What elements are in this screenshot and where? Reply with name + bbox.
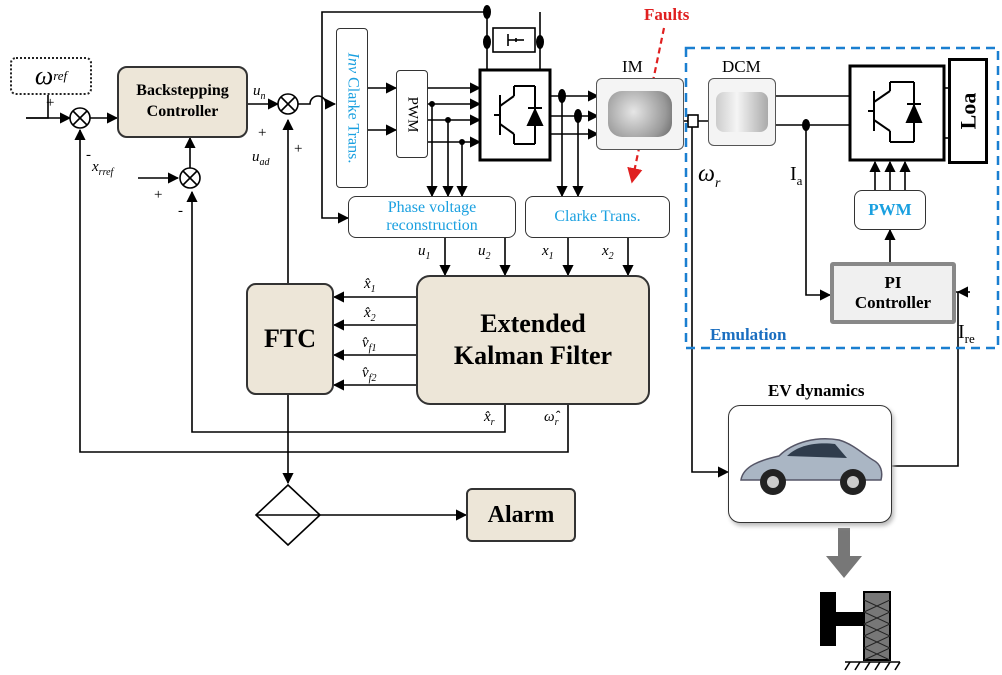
label-u-n: un xyxy=(253,83,266,102)
label-i-a: Ia xyxy=(790,163,803,188)
ekf-block: Extended Kalman Filter xyxy=(416,275,650,405)
label-x1: x1 xyxy=(542,243,554,262)
alarm-label: Alarm xyxy=(487,501,555,528)
ekf-line2: Kalman Filter xyxy=(453,341,613,370)
sign-minus-sum1: - xyxy=(86,147,91,163)
clarke-trans-label: Clarke Trans. xyxy=(554,208,641,225)
backstepping-line2: Controller xyxy=(146,103,219,120)
backstepping-line1: Backstepping xyxy=(136,82,229,100)
dc-motor xyxy=(708,78,776,146)
omega-ref-symbol: ω xyxy=(34,61,54,90)
dc-motor-icon xyxy=(716,92,768,132)
label-u1: u1 xyxy=(418,243,431,262)
induction-motor xyxy=(596,78,684,150)
label-vf1-hat: v̂f1 xyxy=(362,335,377,354)
label-x2-hat: x̂2 xyxy=(364,305,376,324)
pi-line2: Controller xyxy=(854,293,932,312)
dcm-label: DCM xyxy=(722,57,761,76)
car-icon xyxy=(740,438,883,495)
pwm-left-block: PWM xyxy=(396,70,428,158)
faults-label: Faults xyxy=(644,5,690,24)
pi-line1: PI xyxy=(884,272,902,292)
load-block: Loa xyxy=(948,58,988,164)
sign-plus-uad: + xyxy=(294,141,303,157)
ekf-line1: Extended xyxy=(480,308,586,338)
sign-minus-sum2: - xyxy=(178,203,183,219)
pwm-left-label: PWM xyxy=(404,96,421,132)
ev-dynamics-block xyxy=(728,405,892,523)
emulation-region xyxy=(684,46,1000,350)
omega-ref-sub: ref xyxy=(53,68,68,83)
label-x1-hat: x̂1 xyxy=(364,276,376,295)
load-label: Loa xyxy=(955,92,980,130)
pwm-right-label: PWM xyxy=(868,200,912,219)
im-label: IM xyxy=(622,57,643,76)
ftc-label: FTC xyxy=(264,324,316,353)
sign-plus-un: + xyxy=(258,125,267,141)
label-xr-hat: x̂r xyxy=(484,409,495,428)
backstepping-controller-block: Backstepping Controller xyxy=(117,66,248,138)
label-vf2-hat: v̂f2 xyxy=(362,365,377,384)
alarm-block: Alarm xyxy=(466,488,576,542)
ftc-block: FTC xyxy=(246,283,334,395)
emulation-label: Emulation xyxy=(710,325,787,344)
phase-voltage-line2: reconstruction xyxy=(386,217,478,234)
label-wr-hat: ω̂r xyxy=(544,409,559,428)
label-u2: u2 xyxy=(478,243,491,262)
phase-voltage-block: Phase voltage reconstruction xyxy=(348,196,516,238)
inv-clarke-prefix: Inv xyxy=(344,52,362,74)
label-omega-r: ωr xyxy=(698,161,721,191)
label-x-rref: xrref xyxy=(92,159,114,178)
phase-voltage-line1: Phase voltage xyxy=(387,199,477,217)
label-x2: x2 xyxy=(602,243,614,262)
inv-clarke-label: Clarke Trans. xyxy=(344,77,362,164)
induction-motor-icon xyxy=(608,91,672,137)
label-u-ad: uad xyxy=(252,149,270,168)
label-i-re: Ire xyxy=(958,321,975,346)
clarke-trans-block: Clarke Trans. xyxy=(525,196,670,238)
ev-dynamics-title: EV dynamics xyxy=(768,381,865,400)
inv-clarke-block: Inv Clarke Trans. xyxy=(336,28,368,188)
pwm-right-block: PWM xyxy=(854,190,926,230)
sign-plus-omega: + xyxy=(46,95,55,111)
pi-controller-block: PI Controller xyxy=(830,262,956,324)
sign-plus-sum2: + xyxy=(154,187,163,203)
